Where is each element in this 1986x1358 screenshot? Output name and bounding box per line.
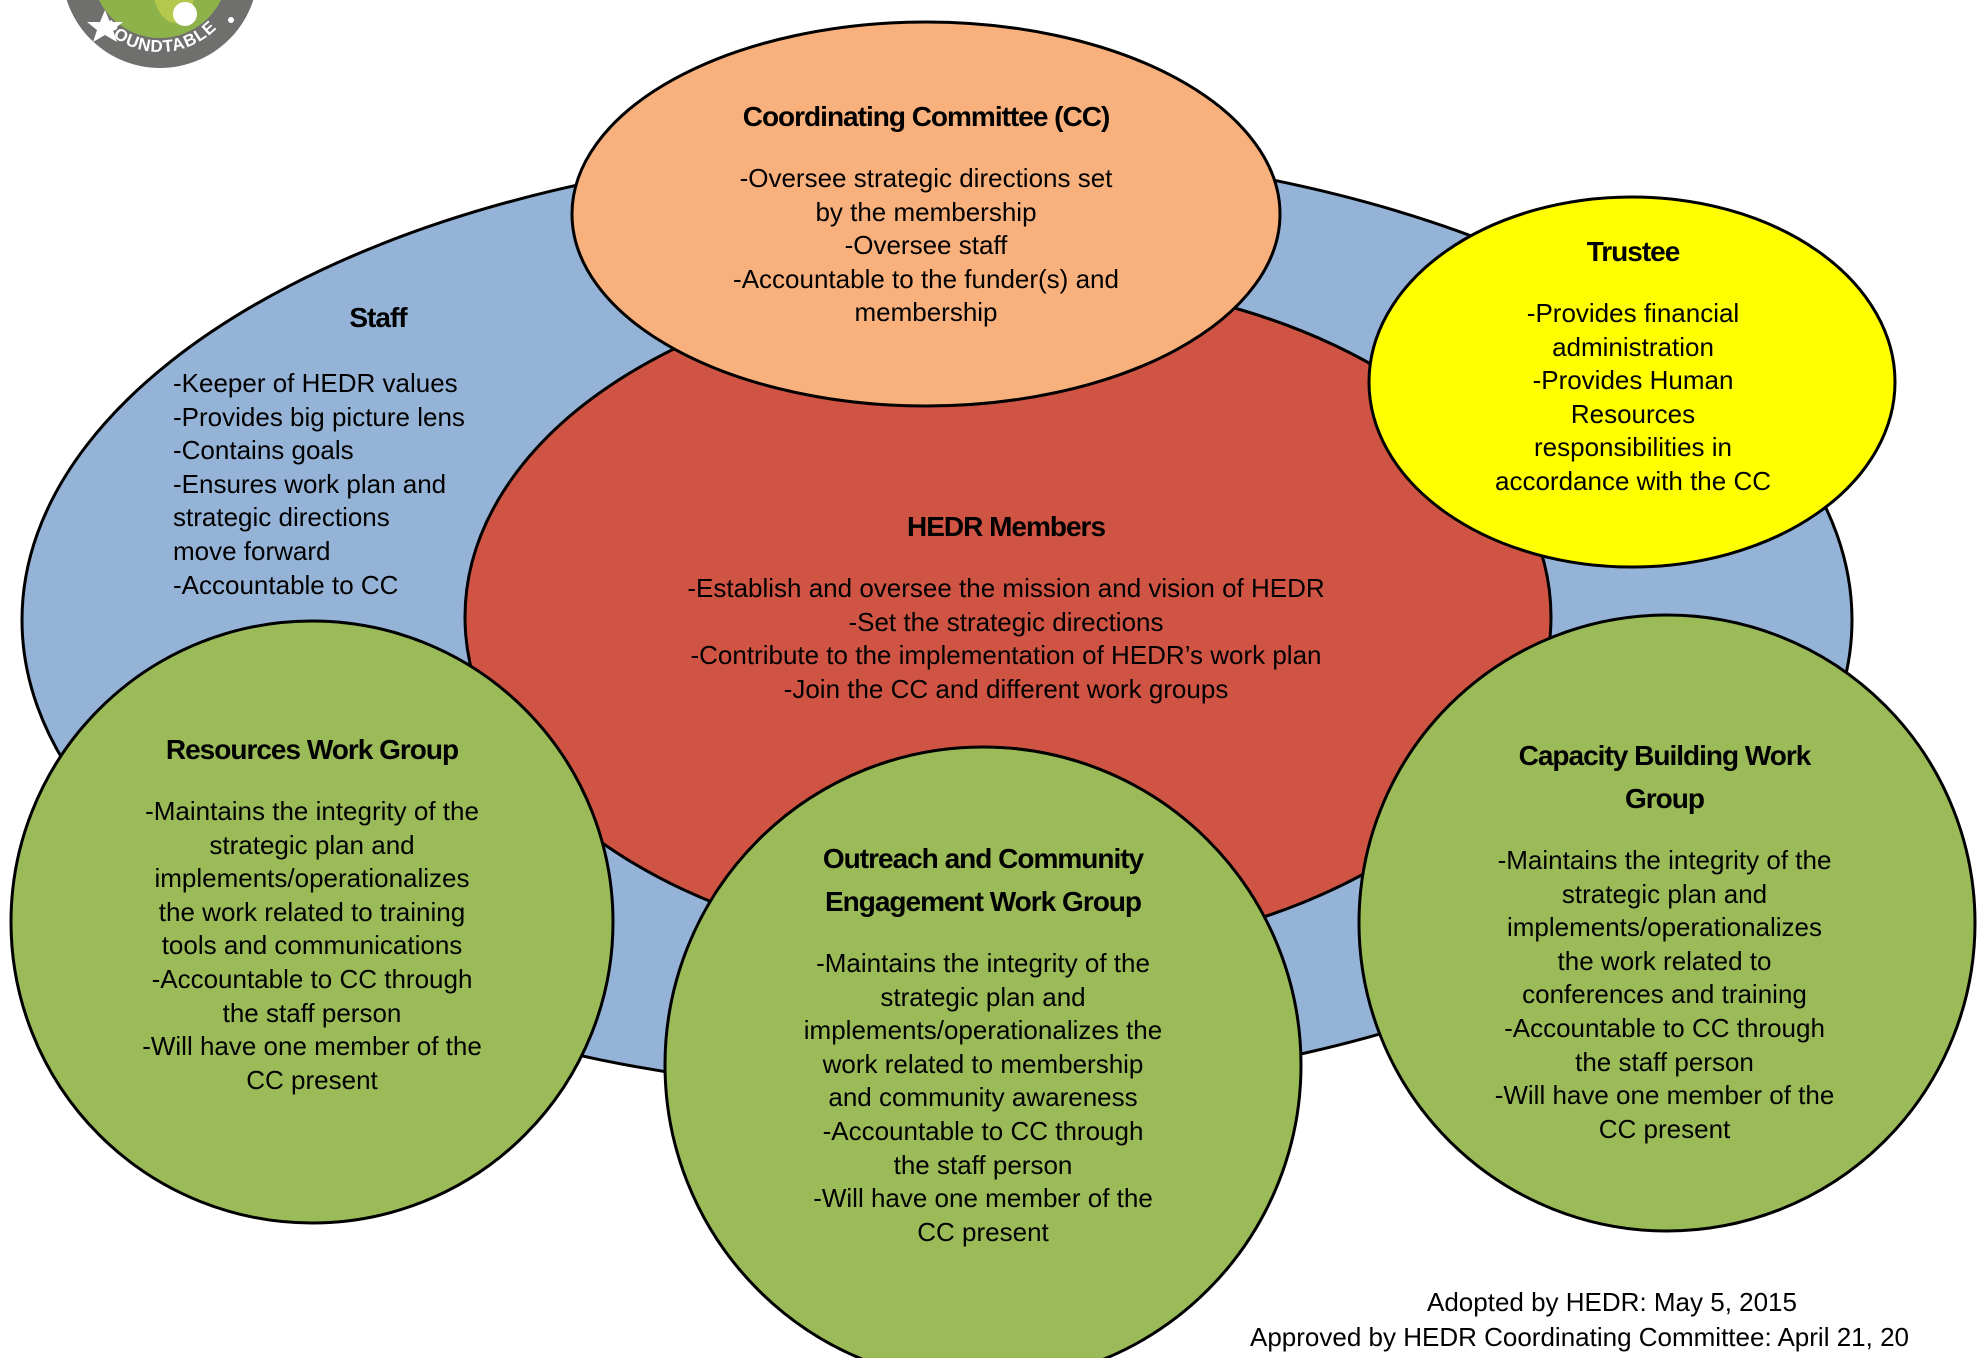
capacity-group-line: the staff person: [1575, 1046, 1754, 1077]
star-icon: [87, 10, 123, 42]
trustee-title: Trustee: [1586, 236, 1681, 267]
resources-group-circle: [9, 619, 615, 1225]
members-line: -Establish and oversee the mission and v…: [687, 573, 1325, 603]
resources-group-line: tools and communications: [161, 930, 463, 961]
approved-date: Approved by HEDR Coordinating Committee:…: [1250, 1322, 1909, 1352]
adopted-date: Adopted by HEDR: May 5, 2015: [1427, 1287, 1797, 1317]
committee-line: by the membership: [815, 196, 1037, 227]
capacity-group-line: strategic plan and: [1561, 878, 1768, 909]
staff-line: -Keeper of HEDR values: [173, 368, 458, 398]
committee-ellipse: [570, 20, 1282, 408]
resources-group-title: Resources Work Group: [165, 734, 459, 765]
outreach-group-line: -Maintains the integrity of the: [816, 948, 1150, 978]
resources-group-line: CC present: [246, 1064, 378, 1095]
outreach-group-title: Outreach and Community Engagement Work G…: [763, 837, 1203, 923]
capacity-group-title-line: Group: [1625, 783, 1705, 814]
staff-line: -Contains goals: [173, 435, 354, 466]
committee-line: membership: [854, 297, 998, 328]
staff-block: -Keeper of HEDR values -Provides big pic…: [173, 367, 513, 602]
outreach-group-line: -Will have one member of the: [813, 1183, 1153, 1214]
trustee-line: -Provides Human: [1532, 365, 1734, 396]
outreach-group-line: the staff person: [893, 1149, 1073, 1180]
committee-title: Coordinating Committee (CC): [742, 101, 1111, 132]
staff-line: -Accountable to CC: [173, 569, 399, 600]
staff-line: strategic directions: [173, 502, 390, 533]
outreach-group-line: CC present: [917, 1216, 1049, 1247]
staff-line: move forward: [173, 535, 331, 566]
committee-line: -Oversee strategic directions set: [739, 163, 1113, 193]
trustee-line: administration: [1552, 331, 1714, 362]
committee-line: -Accountable to the funder(s) and: [733, 263, 1119, 294]
staff-title: Staff: [349, 302, 407, 333]
members-title: HEDR Members: [906, 511, 1106, 542]
staff-line: -Provides big picture lens: [173, 401, 465, 432]
capacity-group-line: the work related to: [1557, 945, 1772, 976]
capacity-group-line: -Accountable to CC through: [1504, 1012, 1825, 1043]
dot-icon: [173, 2, 197, 26]
outreach-group-line: -Accountable to CC through: [822, 1115, 1144, 1146]
outreach-group-line: work related to membership: [822, 1048, 1144, 1079]
outreach-group-title-line: Outreach and Community: [822, 843, 1144, 874]
outreach-group-block: Outreach and Community Engagement Work G…: [763, 837, 1203, 1249]
logo-bullet-icon: [57, 17, 63, 23]
trustee-line: responsibilities in: [1534, 432, 1732, 463]
logo-bullet-icon: [228, 17, 234, 23]
staff-line: -Ensures work plan and: [173, 468, 447, 499]
members-line: -Join the CC and different work groups: [783, 673, 1229, 704]
outreach-group-circle: [663, 745, 1303, 1358]
members-line: -Contribute to the implementation of HED…: [690, 640, 1322, 671]
capacity-group-line: CC present: [1598, 1113, 1731, 1144]
capacity-group-line: implements/operationalizes: [1506, 912, 1823, 943]
members-line: -Set the strategic directions: [848, 606, 1164, 637]
resources-group-line: -Maintains the integrity of the: [145, 796, 479, 826]
trustee-ellipse: [1367, 195, 1897, 569]
trustee-line: Resources: [1570, 398, 1696, 429]
outreach-group-line: strategic plan and: [880, 981, 1086, 1012]
committee-block: Coordinating Committee (CC) -Oversee str…: [666, 95, 1186, 330]
trustee-block: Trustee -Provides financial administrati…: [1458, 230, 1808, 499]
capacity-group-line: -Maintains the integrity of the: [1497, 845, 1832, 875]
resources-group-line: strategic plan and: [209, 829, 415, 860]
capacity-group-line: -Will have one member of the: [1494, 1080, 1835, 1111]
capacity-group-line: conferences and training: [1522, 979, 1807, 1010]
committee-line: -Oversee staff: [844, 230, 1008, 261]
resources-group-line: implements/operationalizes: [154, 863, 470, 894]
capacity-group-title: Capacity Building Work Group: [1462, 734, 1867, 820]
outreach-group-line: and community awareness: [828, 1082, 1138, 1113]
capacity-group-block: Capacity Building Work Group -Maintains …: [1462, 734, 1867, 1146]
resources-group-line: the staff person: [222, 997, 402, 1028]
resources-group-line: -Will have one member of the: [142, 1031, 482, 1062]
resources-group-block: Resources Work Group -Maintains the inte…: [112, 728, 512, 1097]
outreach-group-title-line: Engagement Work Group: [824, 886, 1142, 917]
trustee-line: accordance with the CC: [1494, 465, 1772, 496]
capacity-group-title-line: Capacity Building Work: [1518, 740, 1812, 771]
outreach-group-line: implements/operationalizes the: [803, 1015, 1163, 1046]
resources-group-line: the work related to training: [158, 896, 466, 927]
roundtable-logo: ROUNDTABLE: [57, 0, 254, 68]
resources-group-line: -Accountable to CC through: [151, 963, 473, 994]
capacity-group-circle: [1357, 613, 1977, 1233]
trustee-line: -Provides financial: [1526, 298, 1740, 328]
members-block: HEDR Members -Establish and oversee the …: [636, 505, 1376, 706]
staff-title-block: Staff: [278, 296, 478, 339]
